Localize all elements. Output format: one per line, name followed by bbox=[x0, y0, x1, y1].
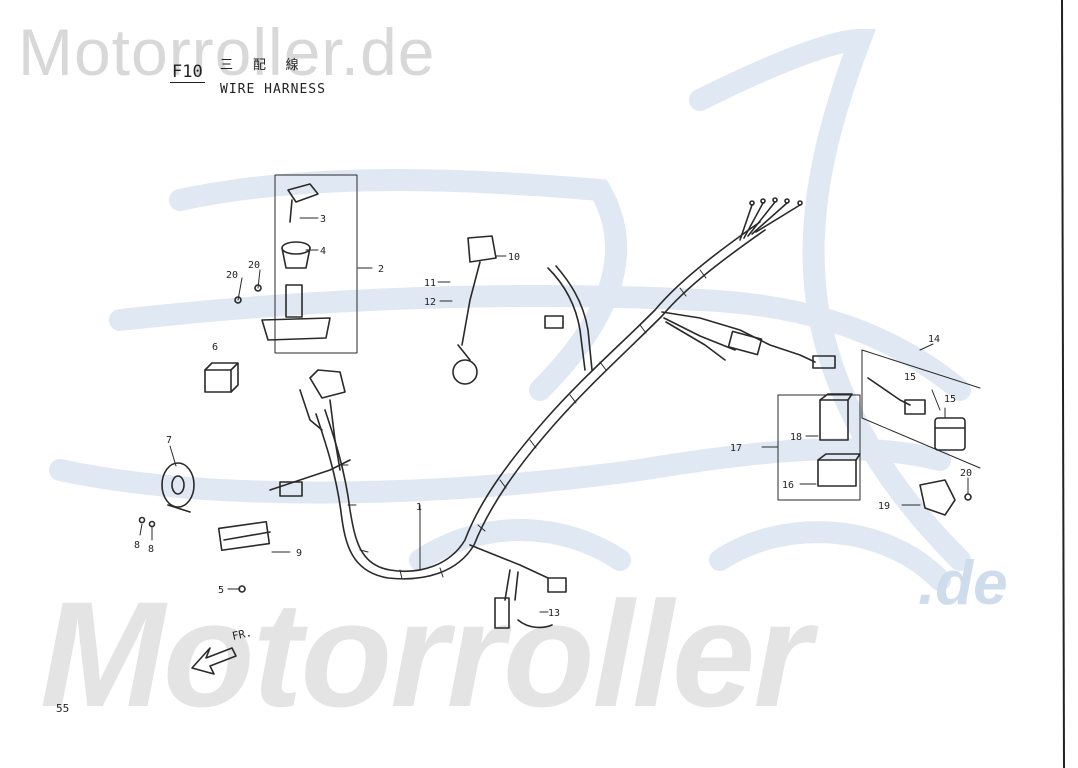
main-harness bbox=[324, 221, 761, 572]
figure-title-cn: 三 配 線 bbox=[220, 58, 305, 73]
callout-11: 11 bbox=[424, 278, 436, 289]
front-direction-arrow bbox=[191, 647, 237, 675]
callout-1: 1 bbox=[416, 502, 422, 513]
callout-9: 9 bbox=[296, 548, 302, 559]
callout-8: 8 bbox=[134, 540, 140, 551]
watermark-suffix: .de bbox=[918, 549, 1008, 618]
callout-10: 10 bbox=[508, 252, 520, 263]
callout-16: 16 bbox=[782, 480, 794, 491]
callout-7: 7 bbox=[166, 435, 172, 446]
callout-20a: 20 bbox=[226, 270, 238, 281]
figure-code: F10 bbox=[170, 62, 205, 83]
callout-12: 12 bbox=[424, 297, 436, 308]
callout-13: 13 bbox=[548, 608, 560, 619]
page-number: 55 bbox=[56, 702, 70, 715]
callout-20c: 20 bbox=[960, 468, 972, 479]
callout-3: 3 bbox=[320, 214, 326, 225]
callout-18: 18 bbox=[790, 432, 802, 443]
figure-title-en: WIRE HARNESS bbox=[220, 82, 326, 97]
callout-6: 6 bbox=[212, 342, 218, 353]
callout-5: 5 bbox=[218, 585, 224, 596]
watermark-bottom: Motorroller bbox=[40, 570, 812, 738]
callout-labels: 1 2 3 4 5 6 7 8 8 9 10 11 12 13 14 15 15… bbox=[134, 214, 972, 619]
callout-15b: 15 bbox=[944, 394, 956, 405]
callout-20b: 20 bbox=[248, 260, 260, 271]
watermark-top: Motorroller.de bbox=[18, 15, 436, 89]
callout-14: 14 bbox=[928, 334, 940, 345]
callout-17: 17 bbox=[730, 443, 742, 454]
callout-8b: 8 bbox=[148, 544, 154, 555]
callout-4: 4 bbox=[320, 246, 326, 257]
callout-19: 19 bbox=[878, 501, 890, 512]
callout-2: 2 bbox=[378, 264, 384, 275]
harness-tape-marks bbox=[339, 269, 707, 580]
callout-15: 15 bbox=[904, 372, 916, 383]
